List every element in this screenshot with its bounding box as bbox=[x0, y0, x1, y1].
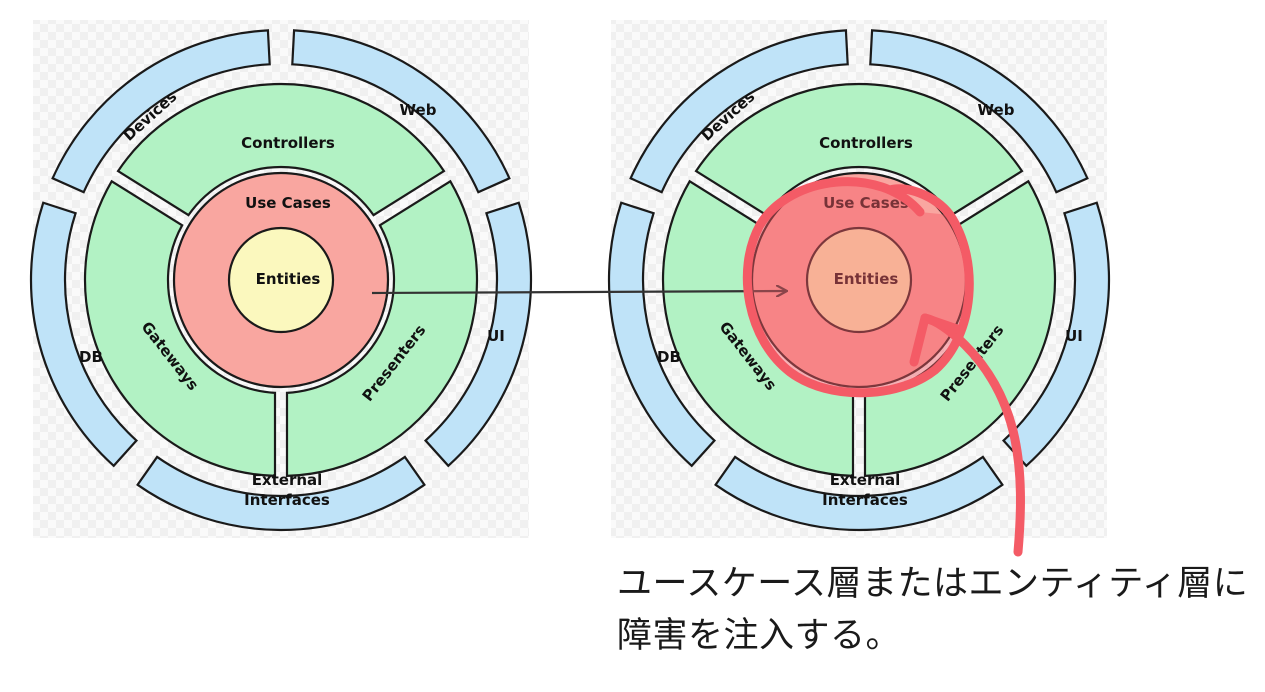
label-controllers: Controllers bbox=[819, 134, 913, 152]
label-use-cases: Use Cases bbox=[823, 194, 909, 212]
core-entities bbox=[805, 226, 913, 334]
ring-ui bbox=[423, 201, 533, 468]
label-interfaces: Interfaces bbox=[822, 491, 908, 509]
label-interfaces: Interfaces bbox=[244, 491, 330, 509]
label-external: External bbox=[252, 471, 323, 489]
ring-web bbox=[291, 29, 511, 194]
label-ui: UI bbox=[1065, 327, 1083, 345]
label-db: DB bbox=[79, 348, 103, 366]
label-entities: Entities bbox=[256, 270, 321, 288]
ring-db bbox=[607, 201, 717, 468]
highlight-circle bbox=[742, 177, 974, 398]
label-entities: Entities bbox=[834, 270, 899, 288]
ring-devices bbox=[629, 29, 849, 194]
ring-web bbox=[869, 29, 1089, 194]
ring-controllers bbox=[116, 82, 446, 217]
label-use-cases: Use Cases bbox=[245, 194, 331, 212]
pointer-arrowhead bbox=[909, 313, 965, 367]
highlight-fill bbox=[747, 181, 970, 393]
annotation-text: ユースケース層またはエンティティ層に 障害を注入する。 bbox=[617, 558, 1257, 662]
ring-external-interfaces bbox=[136, 455, 426, 532]
ring-controllers bbox=[694, 82, 1024, 217]
label-controllers: Controllers bbox=[241, 134, 335, 152]
annotation-overlay bbox=[371, 177, 1025, 557]
label-db: DB bbox=[657, 348, 681, 366]
connector-arrow bbox=[371, 291, 786, 293]
annotation-line-2: 障害を注入する。 bbox=[617, 616, 902, 656]
label-web: Web bbox=[978, 101, 1015, 119]
label-ui: UI bbox=[487, 327, 505, 345]
label-web: Web bbox=[400, 101, 437, 119]
ring-presenters bbox=[285, 179, 479, 478]
ring-external-interfaces bbox=[714, 455, 1004, 532]
label-external: External bbox=[830, 471, 901, 489]
ring-devices bbox=[51, 29, 271, 194]
core-entities bbox=[227, 226, 335, 334]
annotation-line-1: ユースケース層またはエンティティ層に bbox=[617, 564, 1249, 604]
ring-db bbox=[29, 201, 139, 468]
ring-gateways bbox=[83, 179, 277, 478]
